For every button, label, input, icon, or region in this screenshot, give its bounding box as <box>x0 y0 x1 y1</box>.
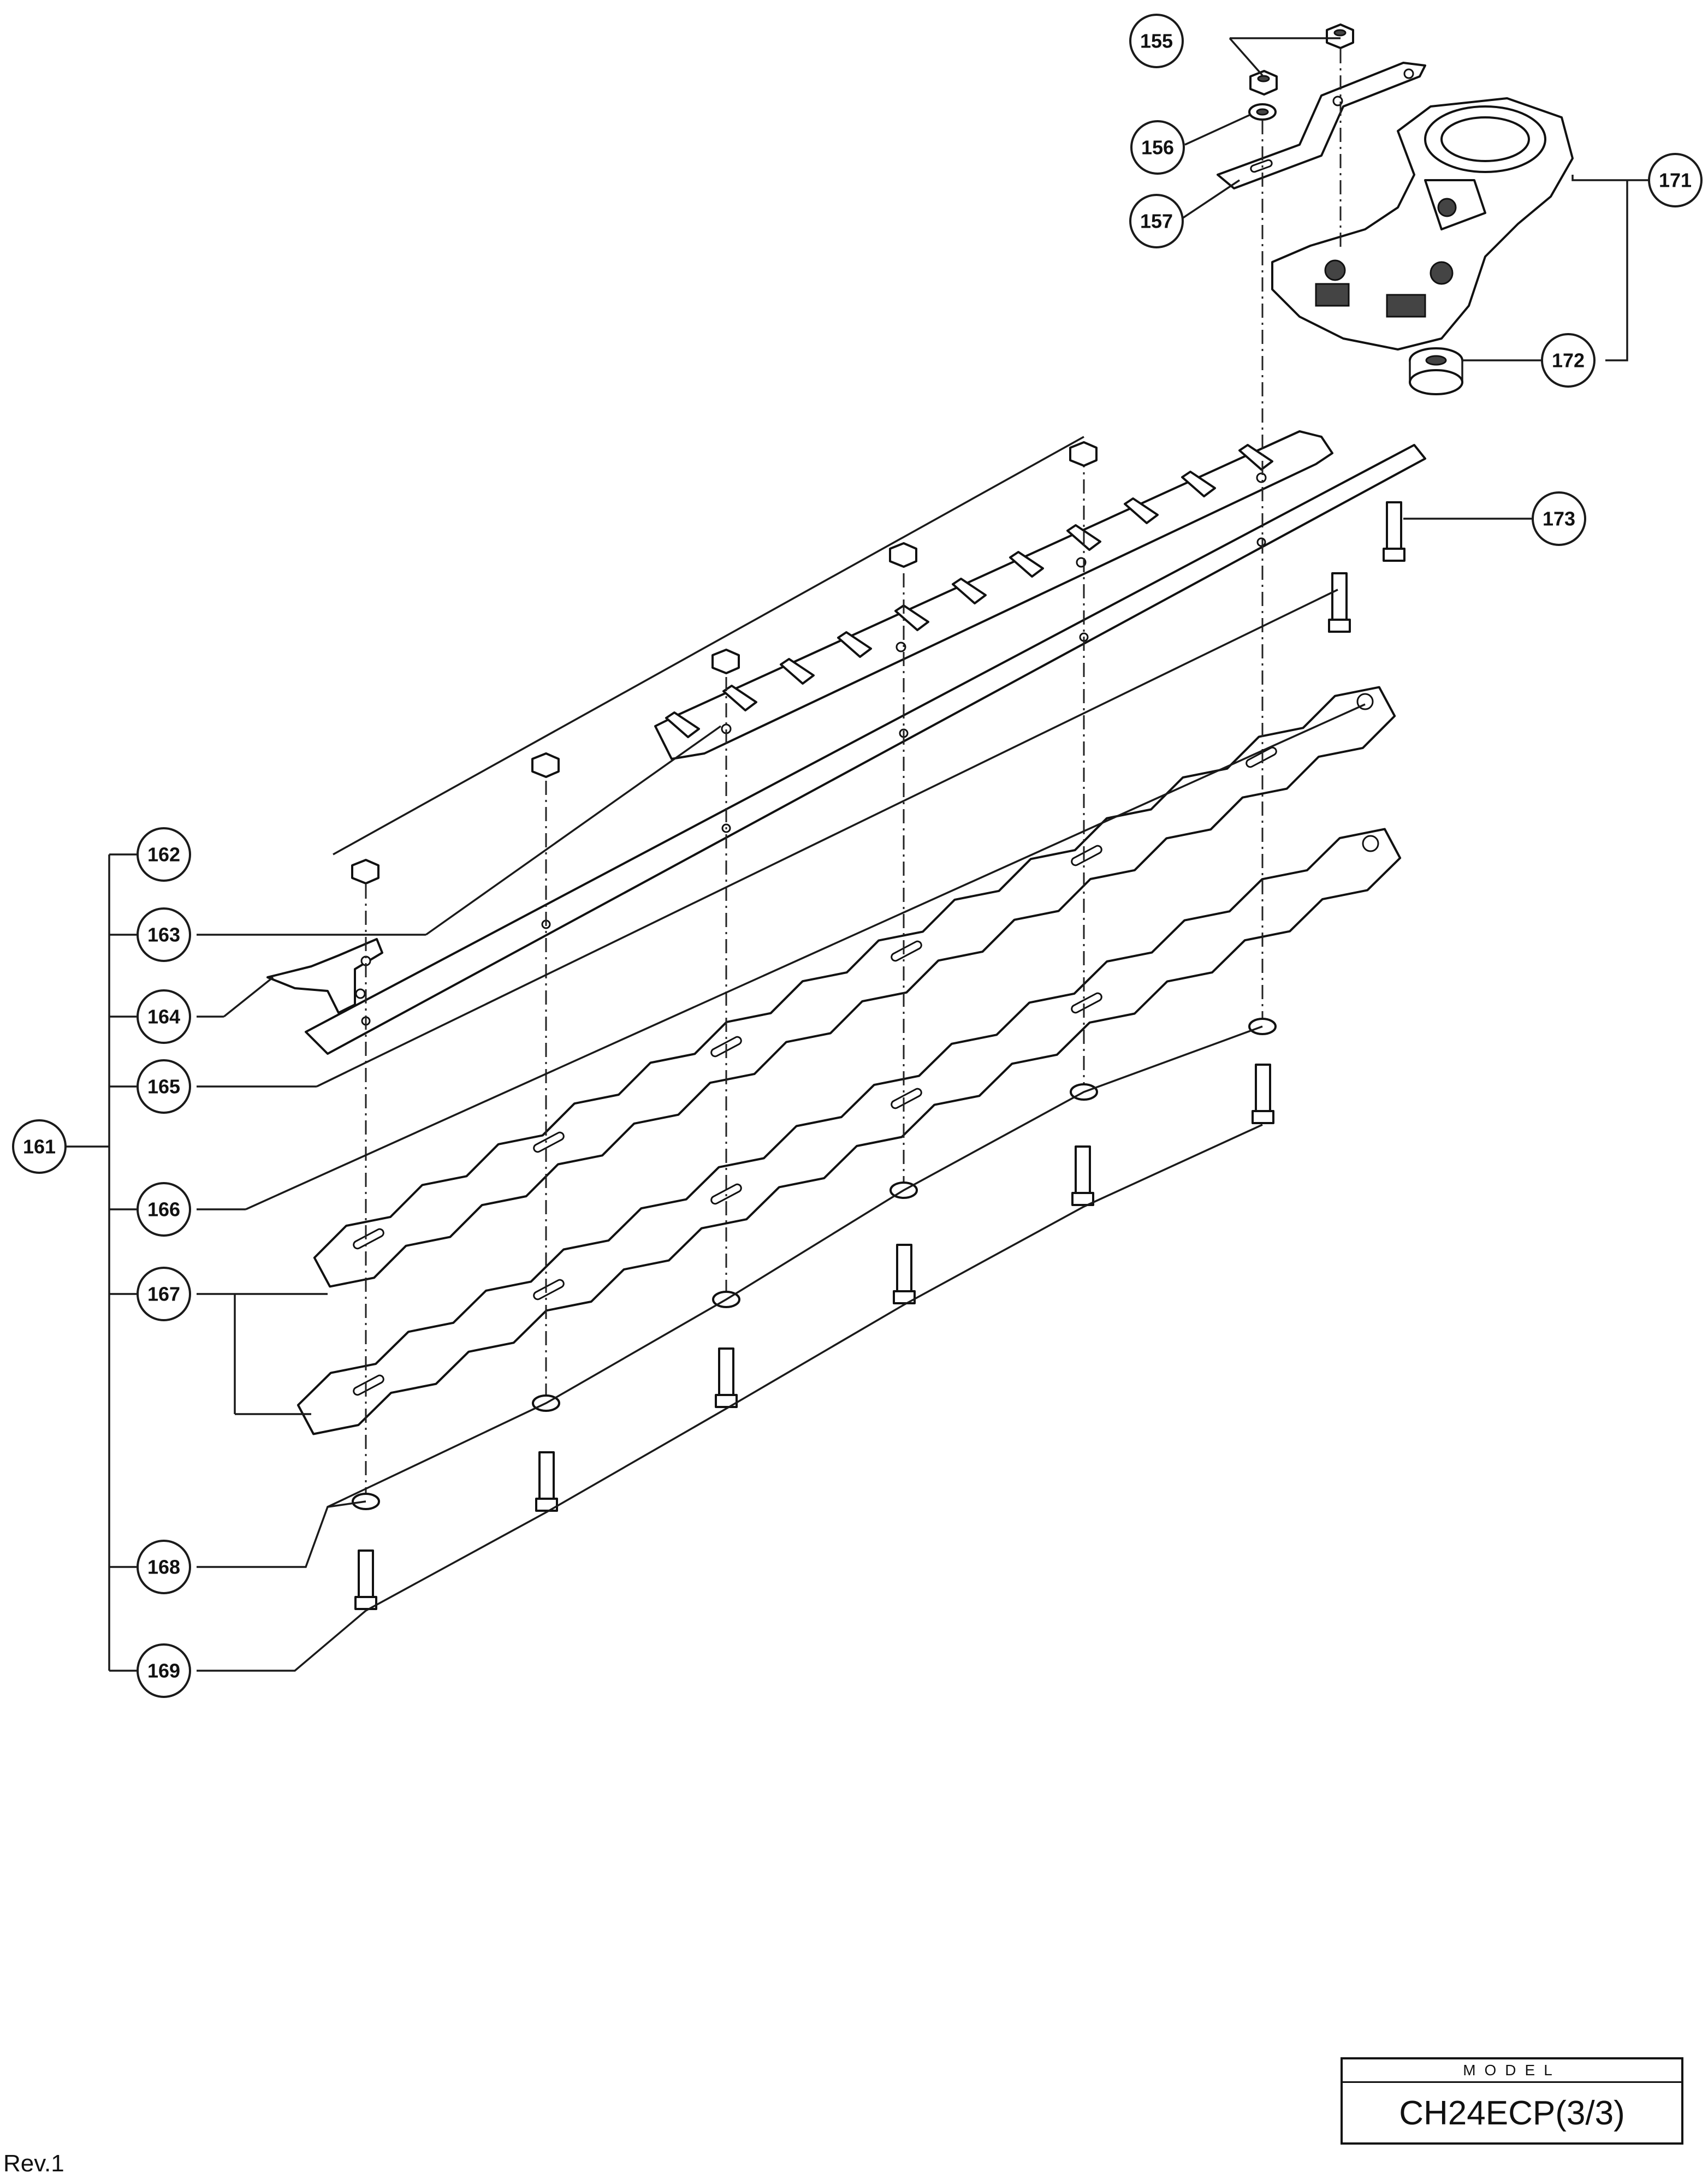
blade-cover-part <box>654 430 1333 760</box>
cover-tooth <box>1181 471 1216 497</box>
bolt-4 <box>1071 1145 1094 1206</box>
svg-text:169: 169 <box>147 1660 180 1682</box>
cover-tooth <box>1124 497 1159 524</box>
bolt-5 <box>893 1244 916 1304</box>
callout-168: 168 <box>137 1540 191 1594</box>
model-title-block: MODEL CH24ECP(3/3) <box>1341 2057 1683 2145</box>
svg-text:157: 157 <box>1140 210 1173 233</box>
callout-172: 172 <box>1541 333 1596 388</box>
callout-169: 169 <box>137 1643 191 1698</box>
cover-tooth <box>780 658 815 685</box>
cover-tooth <box>837 631 872 658</box>
callout-167: 167 <box>137 1267 191 1321</box>
svg-text:155: 155 <box>1140 30 1173 52</box>
callout-164: 164 <box>137 989 191 1044</box>
bearing-part <box>1409 347 1463 395</box>
leader-lines <box>66 37 1649 1672</box>
bolt-6 <box>715 1347 738 1408</box>
svg-text:166: 166 <box>147 1198 180 1221</box>
bolt-173 <box>1383 501 1405 562</box>
bolt-2 <box>1328 572 1351 633</box>
nut-2 <box>889 542 917 568</box>
svg-text:161: 161 <box>23 1136 56 1158</box>
bolt-3 <box>1252 1064 1274 1124</box>
callout-165: 165 <box>137 1059 191 1114</box>
bolt-7 <box>535 1451 558 1512</box>
washers <box>352 1018 1277 1510</box>
svg-text:167: 167 <box>147 1283 180 1305</box>
cover-nuts <box>351 441 1098 884</box>
svg-text:172: 172 <box>1552 349 1585 372</box>
callout-162: 162 <box>137 827 191 882</box>
callout-156: 156 <box>1130 120 1185 175</box>
lower-blade-part <box>296 828 1402 1435</box>
cover-tooth <box>952 578 987 604</box>
cover-tooth <box>665 711 700 738</box>
callout-171: 171 <box>1648 153 1703 207</box>
callout-155: 155 <box>1129 14 1184 68</box>
crank-plate-part <box>1217 62 1426 189</box>
model-label: MODEL <box>1343 2059 1681 2083</box>
cover-tooth <box>722 685 757 711</box>
callout-161: 161 <box>12 1119 67 1174</box>
revision-label: Rev.1 <box>3 2150 64 2177</box>
washer-part <box>1248 103 1277 121</box>
top-nut-part <box>1326 23 1354 49</box>
bolts <box>354 501 1405 1610</box>
callout-163: 163 <box>137 907 191 962</box>
nut-3 <box>711 649 740 674</box>
cover-tooth <box>1009 551 1044 578</box>
svg-text:164: 164 <box>147 1006 180 1028</box>
nut-4 <box>531 752 560 778</box>
model-number: CH24ECP(3/3) <box>1399 2094 1625 2132</box>
svg-text:173: 173 <box>1543 508 1575 530</box>
svg-text:168: 168 <box>147 1556 180 1578</box>
callout-173: 173 <box>1532 491 1586 546</box>
svg-text:162: 162 <box>147 844 180 866</box>
gear-case-part <box>1271 97 1574 351</box>
alignment-lines <box>365 49 1342 1496</box>
svg-text:165: 165 <box>147 1076 180 1098</box>
nut-part <box>1249 70 1278 96</box>
svg-text:171: 171 <box>1659 169 1692 192</box>
callout-166: 166 <box>137 1182 191 1237</box>
nut-1 <box>1069 441 1098 467</box>
cover-tooth <box>1238 444 1273 471</box>
callout-157: 157 <box>1129 194 1184 248</box>
bolt-8 <box>354 1549 377 1610</box>
svg-text:156: 156 <box>1141 136 1174 159</box>
nut-5 <box>351 859 379 884</box>
svg-text:163: 163 <box>147 924 180 946</box>
upper-blade-part <box>313 686 1396 1288</box>
